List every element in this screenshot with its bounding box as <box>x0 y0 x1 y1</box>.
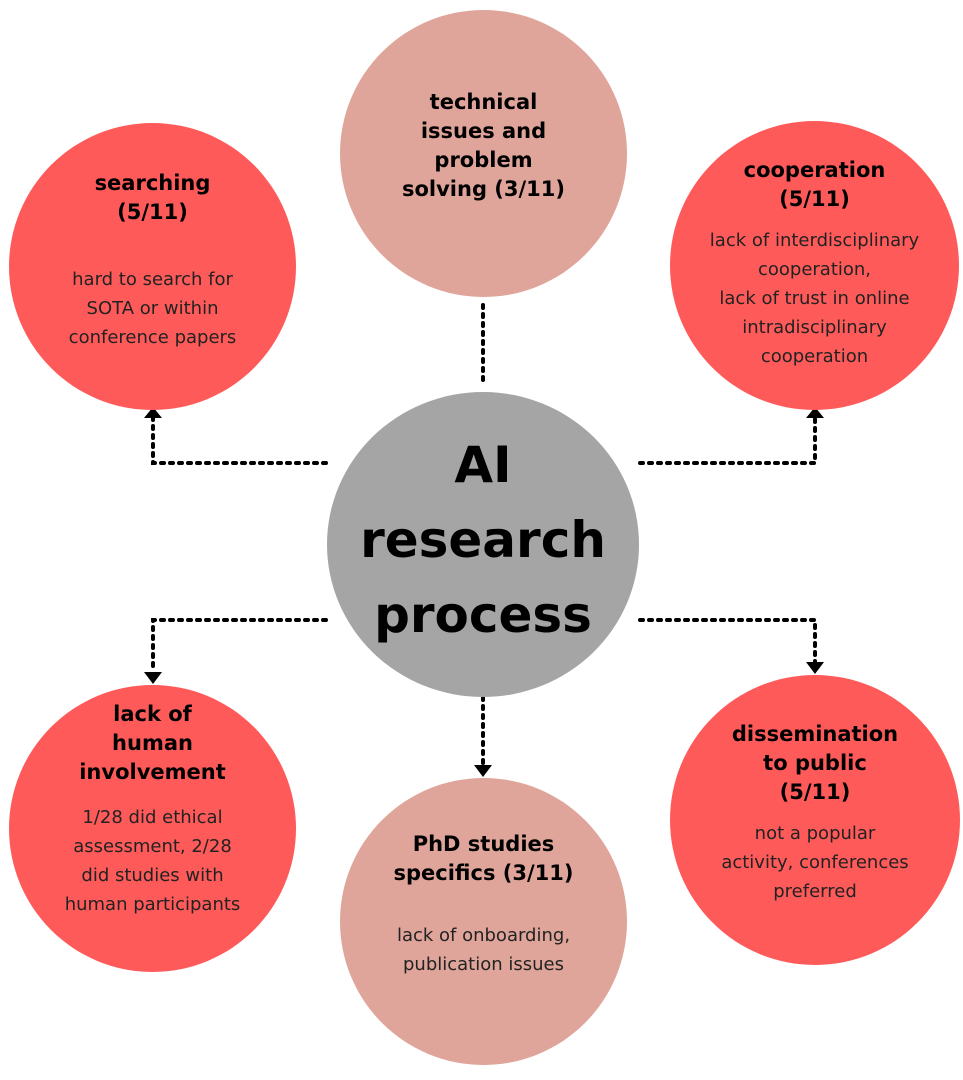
node-searching-title: searching (5/11) <box>94 171 211 224</box>
node-dissemination-body: not a popular activity, conferences pref… <box>721 823 909 902</box>
node-dissemination-to-public: dissemination to public (5/11) not a pop… <box>670 675 960 965</box>
node-searching-body: hard to search for SOTA or within confer… <box>68 269 237 348</box>
node-phd-title: PhD studies specifics (3/11) <box>393 832 574 885</box>
connector-dissemination <box>638 618 817 664</box>
arrowhead-down-dissemination <box>806 662 824 674</box>
arrowhead-up-searching <box>144 407 162 418</box>
node-phd-studies-specifics: PhD studies specifics (3/11) lack of onb… <box>340 778 627 1065</box>
arrowhead-down-phd <box>474 765 492 777</box>
node-cooperation: cooperation (5/11) lack of interdiscipli… <box>670 121 959 410</box>
arrowhead-down-human <box>144 672 162 684</box>
node-phd-body: lack of onboarding, publication issues <box>396 925 571 975</box>
arrowhead-up-cooperation <box>806 407 824 418</box>
center-title: AI research process <box>360 436 606 644</box>
connector-searching <box>151 416 328 465</box>
connector-cooperation <box>638 416 817 465</box>
node-technical-issues-title: technical issues and problem solving (3/… <box>401 90 565 201</box>
node-cooperation-body: lack of interdisciplinary cooperation, l… <box>709 230 920 367</box>
node-human-title: lack of human involvement <box>79 702 226 784</box>
node-cooperation-title: cooperation (5/11) <box>743 158 886 211</box>
node-center-ai-research-process: AI research process <box>327 392 639 697</box>
node-human-body: 1/28 did ethical assessment, 2/28 did st… <box>64 807 241 915</box>
node-dissemination-title: dissemination to public (5/11) <box>731 722 899 804</box>
node-lack-of-human-involvement: lack of human involvement 1/28 did ethic… <box>9 685 296 972</box>
node-technical-issues: technical issues and problem solving (3/… <box>340 10 627 297</box>
node-searching: searching (5/11) hard to search for SOTA… <box>9 123 296 410</box>
connector-human <box>151 618 328 674</box>
